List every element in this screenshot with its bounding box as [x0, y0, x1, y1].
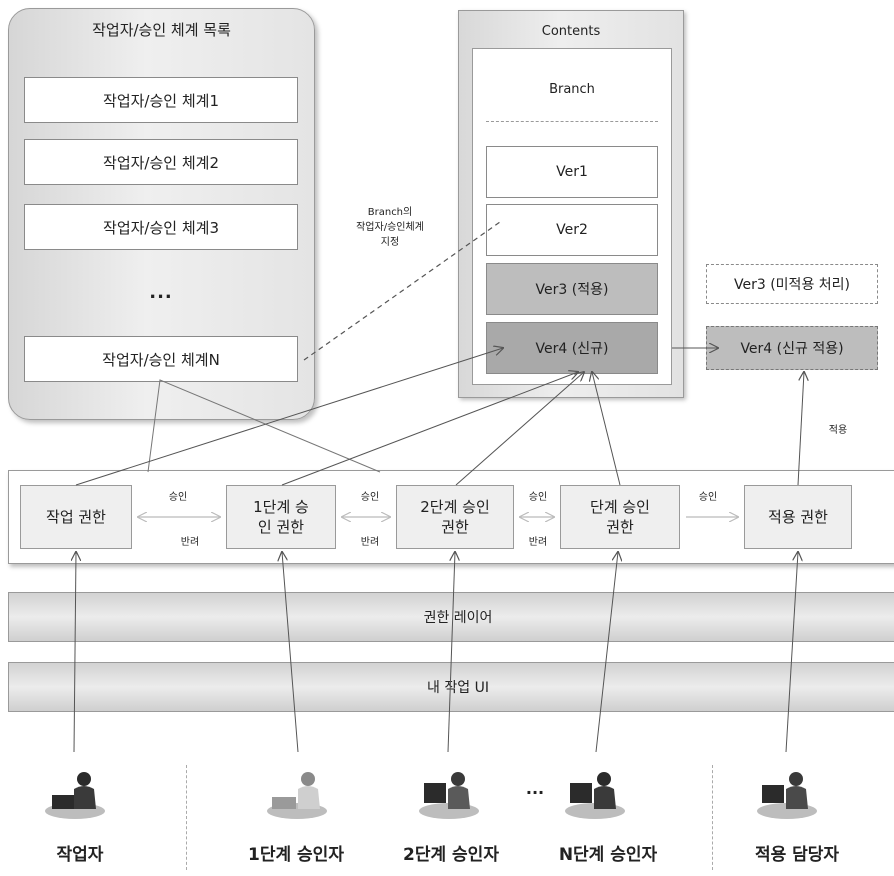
approve-label-3: 승인 — [528, 491, 548, 503]
branch-note-line-3: 지정 — [380, 237, 400, 248]
stage1-label-line-2: 인 권한 — [257, 518, 305, 536]
stage2-approval-permission-box[interactable]: 2단계 승인 권한 — [396, 485, 514, 549]
version-4-applied: Ver4 (신규 적용) — [706, 326, 878, 370]
branch-note-line-2: 작업자/승인체계 — [356, 222, 424, 233]
stage2-approver-label: 2단계 승인자 — [403, 844, 499, 865]
version-3-applied[interactable]: Ver3 (적용) — [486, 263, 658, 315]
apply-manager-label: 적용 담당자 — [754, 844, 840, 865]
stage2-label-line-2: 권한 — [441, 518, 469, 536]
apply-permission-box[interactable]: 적용 권한 — [744, 485, 852, 549]
workflow-item-2[interactable]: 작업자/승인 체계2 — [24, 139, 298, 185]
apply-manager-icon — [752, 765, 822, 821]
worker-label: 작업자 — [56, 844, 104, 865]
stagen-approver-icon — [560, 765, 630, 821]
stagen-label-line-1: 단계 승인 — [590, 498, 650, 516]
branch-divider — [486, 121, 658, 122]
contents-title: Contents — [541, 23, 601, 39]
stage2-label-line-1: 2단계 승인 — [420, 498, 490, 516]
stagen-approver-label: N단계 승인자 — [558, 844, 658, 865]
workflow-list-title: 작업자/승인 체계 목록 — [92, 20, 231, 39]
workflow-item-3[interactable]: 작업자/승인 체계3 — [24, 204, 298, 250]
reject-label-2: 반려 — [360, 536, 380, 548]
people-ellipsis: ... — [525, 778, 545, 798]
workflow-item-1[interactable]: 작업자/승인 체계1 — [24, 77, 298, 123]
separator-1 — [186, 765, 187, 870]
work-permission-box[interactable]: 작업 권한 — [20, 485, 132, 549]
stage1-label-line-1: 1단계 승 — [253, 498, 309, 516]
version-3-unapplied: Ver3 (미적용 처리) — [706, 264, 878, 304]
approve-label-1: 승인 — [168, 491, 188, 503]
reject-label-1: 반려 — [180, 536, 200, 548]
version-2[interactable]: Ver2 — [486, 204, 658, 256]
stage2-approver-icon — [414, 765, 484, 821]
permission-layer: 권한 레이어 — [8, 592, 894, 642]
approve-label-2: 승인 — [360, 491, 380, 503]
version-1[interactable]: Ver1 — [486, 146, 658, 198]
stagen-label-line-2: 권한 — [606, 518, 634, 536]
worker-icon — [40, 765, 110, 821]
separator-2 — [712, 765, 713, 870]
branch-note-line-1: Branch의 — [367, 207, 413, 218]
workflow-list-ellipsis: ... — [149, 281, 173, 303]
workflow-item-n[interactable]: 작업자/승인 체계N — [24, 336, 298, 382]
stagen-approval-permission-box[interactable]: 단계 승인 권한 — [560, 485, 680, 549]
stage1-approval-permission-box[interactable]: 1단계 승 인 권한 — [226, 485, 336, 549]
apply-label: 적용 — [828, 424, 848, 436]
branch-assignment-note: Branch의 작업자/승인체계 지정 — [340, 205, 440, 271]
reject-label-3: 반려 — [528, 536, 548, 548]
approve-label-4: 승인 — [698, 491, 718, 503]
stage1-approver-icon — [262, 765, 332, 821]
version-4-new[interactable]: Ver4 (신규) — [486, 322, 658, 374]
branch-title: Branch — [549, 81, 595, 97]
stage1-approver-label: 1단계 승인자 — [248, 844, 344, 865]
